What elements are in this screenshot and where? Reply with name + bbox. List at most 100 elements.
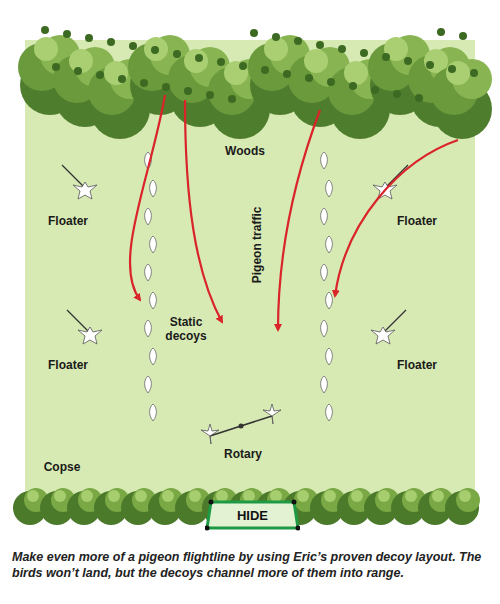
bush-highlight — [27, 490, 39, 502]
woods-label: Woods — [225, 145, 265, 159]
static-decoys — [145, 152, 333, 421]
static-decoy — [150, 348, 157, 365]
leaf-shadow — [85, 34, 93, 42]
flight-arrow — [130, 95, 165, 300]
pigeon-flight-arrows — [130, 95, 458, 330]
leaf-shadow — [140, 79, 148, 87]
bush-highlight — [324, 490, 336, 502]
static-decoy — [326, 180, 333, 197]
floater-bird — [73, 182, 97, 199]
leaf-shadow — [107, 38, 115, 46]
leaf-shadow — [437, 28, 445, 36]
leaf-shadow — [129, 42, 137, 50]
leaf-shadow — [96, 71, 104, 79]
floater-bird — [78, 327, 102, 344]
hide-label: HIDE — [237, 508, 268, 523]
leaf-shadow — [426, 61, 434, 69]
leaf-shadow — [118, 75, 126, 83]
hide-box: HIDE — [205, 499, 300, 531]
bush-highlight — [243, 490, 255, 502]
hide-corner — [292, 500, 297, 505]
leaf-shadow — [239, 62, 247, 70]
rotary-label: Rotary — [224, 448, 262, 462]
tree-highlight — [144, 37, 168, 61]
woods-trees — [18, 26, 492, 139]
leaf-shadow — [151, 46, 159, 54]
static-decoy — [150, 292, 157, 309]
floater-pole — [383, 310, 406, 333]
bush-highlight — [54, 490, 66, 502]
bush-highlight — [162, 490, 174, 502]
leaf-shadow — [338, 45, 346, 53]
floater-label: Floater — [397, 215, 437, 229]
tree-highlight — [34, 37, 58, 61]
leaf-shadow — [217, 58, 225, 66]
static-decoy — [150, 236, 157, 253]
leaf-shadow — [261, 66, 269, 74]
floater-label: Floater — [397, 359, 437, 373]
bush-highlight — [189, 490, 201, 502]
leaf-shadow — [316, 41, 324, 49]
hide-corner — [209, 500, 214, 505]
leaf-shadow — [415, 94, 423, 102]
rotary-bird — [263, 404, 281, 424]
hide-corner — [205, 526, 210, 531]
tree-highlight — [224, 61, 248, 85]
leaf-shadow — [360, 49, 368, 57]
static-decoy — [326, 292, 333, 309]
tree-highlight — [344, 61, 368, 85]
static-decoy — [145, 376, 152, 393]
leaf-shadow — [184, 87, 192, 95]
static-decoy — [145, 264, 152, 281]
rotary-hub — [239, 424, 244, 429]
bush-highlight — [459, 490, 471, 502]
bush-highlight — [432, 490, 444, 502]
tree-highlight — [304, 49, 328, 73]
bush-highlight — [405, 490, 417, 502]
floater-label: Floater — [48, 359, 88, 373]
field — [25, 40, 475, 510]
leaf-shadow — [294, 37, 302, 45]
leaf-shadow — [63, 30, 71, 38]
leaf-shadow — [228, 95, 236, 103]
static-decoy — [150, 404, 157, 421]
static-decoy — [321, 264, 328, 281]
copse-label: Copse — [44, 461, 81, 475]
leaf-shadow — [459, 32, 467, 40]
bush-highlight — [108, 490, 120, 502]
leaf-shadow — [283, 70, 291, 78]
leaf-shadow — [470, 69, 478, 77]
bush-highlight — [351, 490, 363, 502]
floater-label: Floater — [48, 215, 88, 229]
bush-highlight — [81, 490, 93, 502]
leaf-shadow — [393, 90, 401, 98]
leaf-shadow — [173, 50, 181, 58]
bush — [456, 488, 480, 512]
floater-pole — [385, 165, 408, 188]
leaf-shadow — [448, 65, 456, 73]
static-decoy — [321, 376, 328, 393]
leaf-shadow — [52, 63, 60, 71]
leaf-shadow — [327, 78, 335, 86]
rotary-bird — [201, 424, 219, 444]
static-decoy — [326, 348, 333, 365]
floater-pole — [62, 165, 85, 188]
tree-highlight — [104, 61, 128, 85]
bush-highlight — [135, 490, 147, 502]
leaf-shadow — [305, 74, 313, 82]
static-decoy — [321, 208, 328, 225]
leaf-shadow — [250, 29, 258, 37]
flight-arrow — [185, 100, 222, 322]
flight-arrow — [278, 110, 320, 330]
leaf-shadow — [195, 54, 203, 62]
hide-shape — [207, 502, 298, 528]
static-decoy — [326, 236, 333, 253]
bush-highlight — [216, 490, 228, 502]
caption: Make even more of a pigeon flightline by… — [12, 549, 488, 582]
static-decoy — [321, 152, 328, 169]
leaf-shadow — [272, 33, 280, 41]
leaf-shadow — [371, 86, 379, 94]
tree-highlight — [184, 49, 208, 73]
leaf-shadow — [74, 67, 82, 75]
static-decoy — [326, 404, 333, 421]
